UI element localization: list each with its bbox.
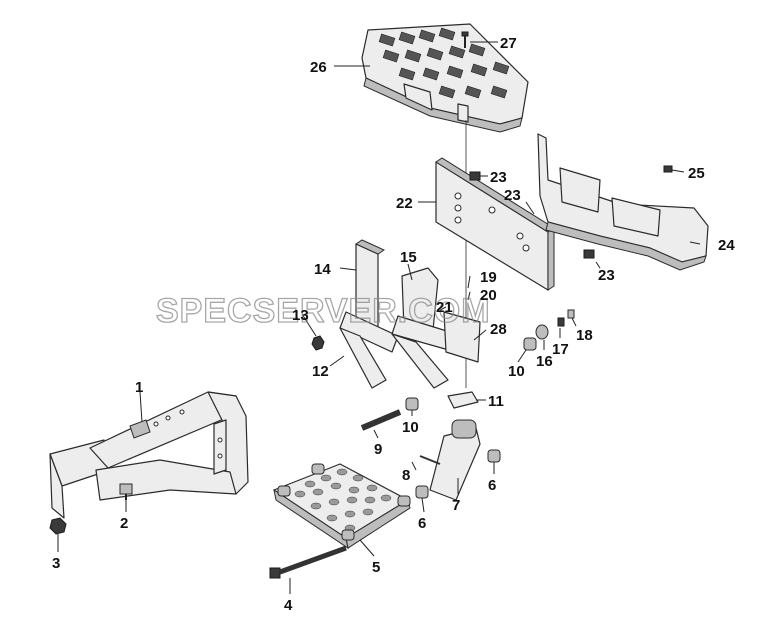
callout-21: 21	[436, 299, 453, 316]
right-bracket	[391, 267, 481, 389]
pin-8	[419, 455, 441, 465]
callout-17: 17	[552, 341, 569, 358]
bolt-23a	[469, 171, 481, 181]
screw-25	[663, 165, 673, 173]
bolt-23c	[583, 249, 595, 259]
callout-14: 14	[314, 261, 331, 278]
callout-1: 1	[135, 379, 143, 396]
callout-2: 2	[120, 515, 128, 532]
callout-3: 3	[52, 555, 60, 572]
callout-28: 28	[490, 321, 507, 338]
callout-6b: 6	[488, 477, 496, 494]
screw-27	[461, 31, 469, 48]
callout-4: 4	[284, 597, 293, 614]
main-frame	[49, 391, 249, 519]
washer-17	[557, 317, 565, 327]
callout-23a: 23	[490, 169, 507, 186]
watermark: SPECSERVER.COM	[156, 292, 491, 330]
left-bracket	[339, 239, 399, 389]
callout-19: 19	[480, 269, 497, 286]
callout-10a: 10	[402, 419, 419, 436]
long-bolt-4	[269, 545, 347, 579]
nut-3	[49, 517, 67, 535]
nut-10a	[405, 397, 419, 411]
callout-11: 11	[488, 393, 504, 410]
callout-8: 8	[402, 467, 410, 484]
callout-9: 9	[374, 441, 382, 458]
hinge-bracket	[429, 419, 481, 501]
callout-7: 7	[452, 497, 460, 514]
callout-26: 26	[310, 59, 327, 76]
callout-24: 24	[718, 237, 735, 254]
callout-27: 27	[500, 35, 517, 52]
callout-5: 5	[372, 559, 380, 576]
callout-20: 20	[480, 287, 497, 304]
callout-12: 12	[312, 363, 329, 380]
washer-18	[567, 309, 575, 319]
callout-23b: 23	[504, 187, 521, 204]
lower-step-tread	[273, 463, 411, 550]
callout-22: 22	[396, 195, 413, 212]
callout-10b: 10	[508, 363, 525, 380]
bushing-6b	[487, 449, 501, 463]
shaft-9	[360, 409, 402, 431]
side-cover	[537, 133, 709, 271]
nut-13	[311, 335, 325, 351]
washer-16	[535, 324, 549, 340]
callout-25: 25	[688, 165, 705, 182]
callout-labels: 1 2 3 4 5 6 6 7 8 9 10 10 11 12 13 14 15…	[52, 35, 735, 614]
bushing-6a	[415, 485, 429, 499]
callout-18: 18	[576, 327, 593, 344]
flat-bracket	[447, 391, 479, 409]
callout-15: 15	[400, 249, 417, 266]
callout-6a: 6	[418, 515, 426, 532]
mounting-plate	[435, 157, 555, 291]
upper-step-tread	[361, 23, 529, 133]
nut-10b	[523, 337, 537, 351]
callout-16: 16	[536, 353, 553, 370]
callout-23c: 23	[598, 267, 615, 284]
callout-13: 13	[292, 307, 309, 324]
bolt-2	[119, 483, 133, 500]
leader-lines	[57, 41, 701, 594]
